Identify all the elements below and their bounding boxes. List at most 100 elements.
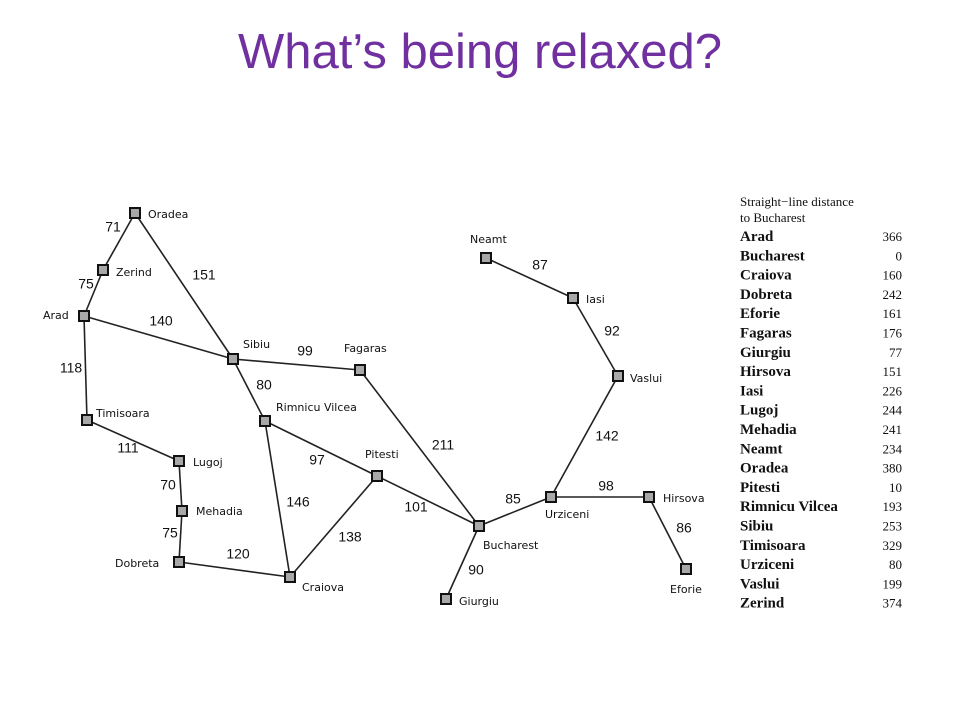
city-label-lugoj: Lugoj [193, 456, 223, 469]
city-label-neamt: Neamt [470, 233, 507, 246]
sld-value: 366 [883, 229, 903, 244]
road-rimnicu-craiova [264, 420, 291, 578]
sld-value: 161 [883, 306, 903, 321]
road-sibiu-rimnicu [232, 358, 266, 422]
road-distance-arad-timisoara: 118 [60, 360, 83, 376]
road-distance-fagaras-bucharest: 211 [432, 437, 455, 453]
city-label-craiova: Craiova [302, 581, 344, 594]
road-sibiu-fagaras [232, 358, 361, 371]
road-timisoara-lugoj [86, 419, 180, 462]
city-label-hirsova: Hirsova [663, 492, 705, 505]
sld-value: 0 [896, 248, 903, 263]
sld-city: Vaslui [740, 576, 779, 592]
road-fagaras-bucharest [359, 369, 480, 527]
city-node-mehadia [176, 505, 188, 517]
city-node-sibiu [227, 353, 239, 365]
road-distance-craiova-pitesti: 138 [338, 529, 362, 545]
road-oradea-zerind [102, 212, 136, 271]
city-node-dobreta [173, 556, 185, 568]
sld-value: 380 [883, 461, 903, 476]
sld-city: Rimnicu Vilcea [740, 499, 838, 515]
city-node-arad [78, 310, 90, 322]
city-node-fagaras [354, 364, 366, 376]
sld-city: Urziceni [740, 557, 794, 573]
sld-value: 253 [883, 519, 903, 534]
city-label-timisoara: Timisoara [95, 407, 150, 420]
city-nodes-layer [78, 207, 692, 605]
road-distance-oradea-sibiu: 151 [192, 267, 216, 283]
road-oradea-sibiu [134, 212, 234, 360]
city-node-bucharest [473, 520, 485, 532]
city-node-craiova [284, 571, 296, 583]
road-distance-rimnicu-pitesti: 97 [309, 452, 325, 468]
sld-value: 176 [883, 326, 903, 341]
road-distance-pitesti-bucharest: 101 [404, 499, 428, 515]
sld-city: Mehadia [740, 422, 797, 438]
road-distance-timisoara-lugoj: 111 [117, 440, 138, 456]
sld-value: 234 [883, 441, 903, 456]
sld-city: Giurgiu [740, 345, 791, 361]
sld-city: Bucharest [740, 248, 805, 264]
roads-layer [83, 212, 687, 600]
sld-city: Zerind [740, 596, 785, 612]
city-node-pitesti [371, 470, 383, 482]
road-bucharest-urziceni [478, 496, 552, 527]
city-node-iasi [567, 292, 579, 304]
city-node-oradea [129, 207, 141, 219]
city-label-bucharest: Bucharest [483, 539, 539, 552]
sld-value: 151 [883, 364, 903, 379]
city-label-sibiu: Sibiu [243, 338, 270, 351]
road-arad-sibiu [83, 315, 234, 360]
city-node-neamt [480, 252, 492, 264]
sld-value: 226 [883, 383, 903, 398]
road-urziceni-vaslui [550, 375, 619, 498]
road-distance-urziceni-hirsova: 98 [598, 478, 614, 494]
sld-header-line1: Straight−line distance [740, 194, 854, 209]
road-distance-bucharest-giurgiu: 90 [468, 562, 484, 578]
slide-title: What’s being relaxed? [238, 25, 722, 79]
sld-value: 10 [889, 480, 902, 495]
road-zerind-arad [83, 269, 104, 317]
road-distance-hirsova-eforie: 86 [676, 520, 692, 536]
city-label-arad: Arad [43, 309, 69, 322]
sld-value: 80 [889, 557, 902, 572]
road-distance-sibiu-rimnicu: 80 [256, 377, 272, 393]
city-label-iasi: Iasi [586, 293, 605, 306]
city-label-giurgiu: Giurgiu [459, 595, 499, 608]
city-node-rimnicu [259, 415, 271, 427]
sld-city: Hirsova [740, 364, 791, 380]
road-hirsova-eforie [648, 496, 687, 570]
sld-value: 242 [883, 287, 903, 302]
sld-value: 199 [883, 576, 903, 591]
road-distance-vaslui-iasi: 92 [604, 323, 620, 339]
sld-value: 244 [883, 403, 903, 418]
sld-value: 241 [883, 422, 903, 437]
sld-city: Dobreta [740, 287, 793, 303]
road-distance-iasi-neamt: 87 [532, 257, 548, 273]
sld-city: Craiova [740, 268, 792, 284]
road-distance-sibiu-fagaras: 99 [297, 343, 313, 359]
road-distance-rimnicu-craiova: 146 [286, 494, 310, 510]
sld-value: 374 [883, 596, 903, 611]
road-craiova-pitesti [289, 475, 378, 578]
sld-value: 329 [883, 538, 903, 553]
city-node-eforie [680, 563, 692, 575]
sld-city: Iasi [740, 383, 763, 399]
road-bucharest-giurgiu [445, 525, 480, 600]
city-label-fagaras: Fagaras [344, 342, 387, 355]
road-rimnicu-pitesti [264, 420, 378, 477]
sld-value: 160 [883, 268, 903, 283]
sld-city: Fagaras [740, 326, 792, 342]
city-node-timisoara [81, 414, 93, 426]
city-node-hirsova [643, 491, 655, 503]
road-distance-oradea-zerind: 71 [105, 219, 121, 235]
city-node-urziceni [545, 491, 557, 503]
road-distance-lugoj-mehadia: 70 [160, 477, 176, 493]
sld-city: Eforie [740, 306, 780, 322]
road-arad-timisoara [83, 315, 88, 421]
sld-city: Arad [740, 229, 774, 245]
road-distance-zerind-arad: 75 [78, 276, 94, 292]
road-distance-bucharest-urziceni: 85 [505, 491, 521, 507]
